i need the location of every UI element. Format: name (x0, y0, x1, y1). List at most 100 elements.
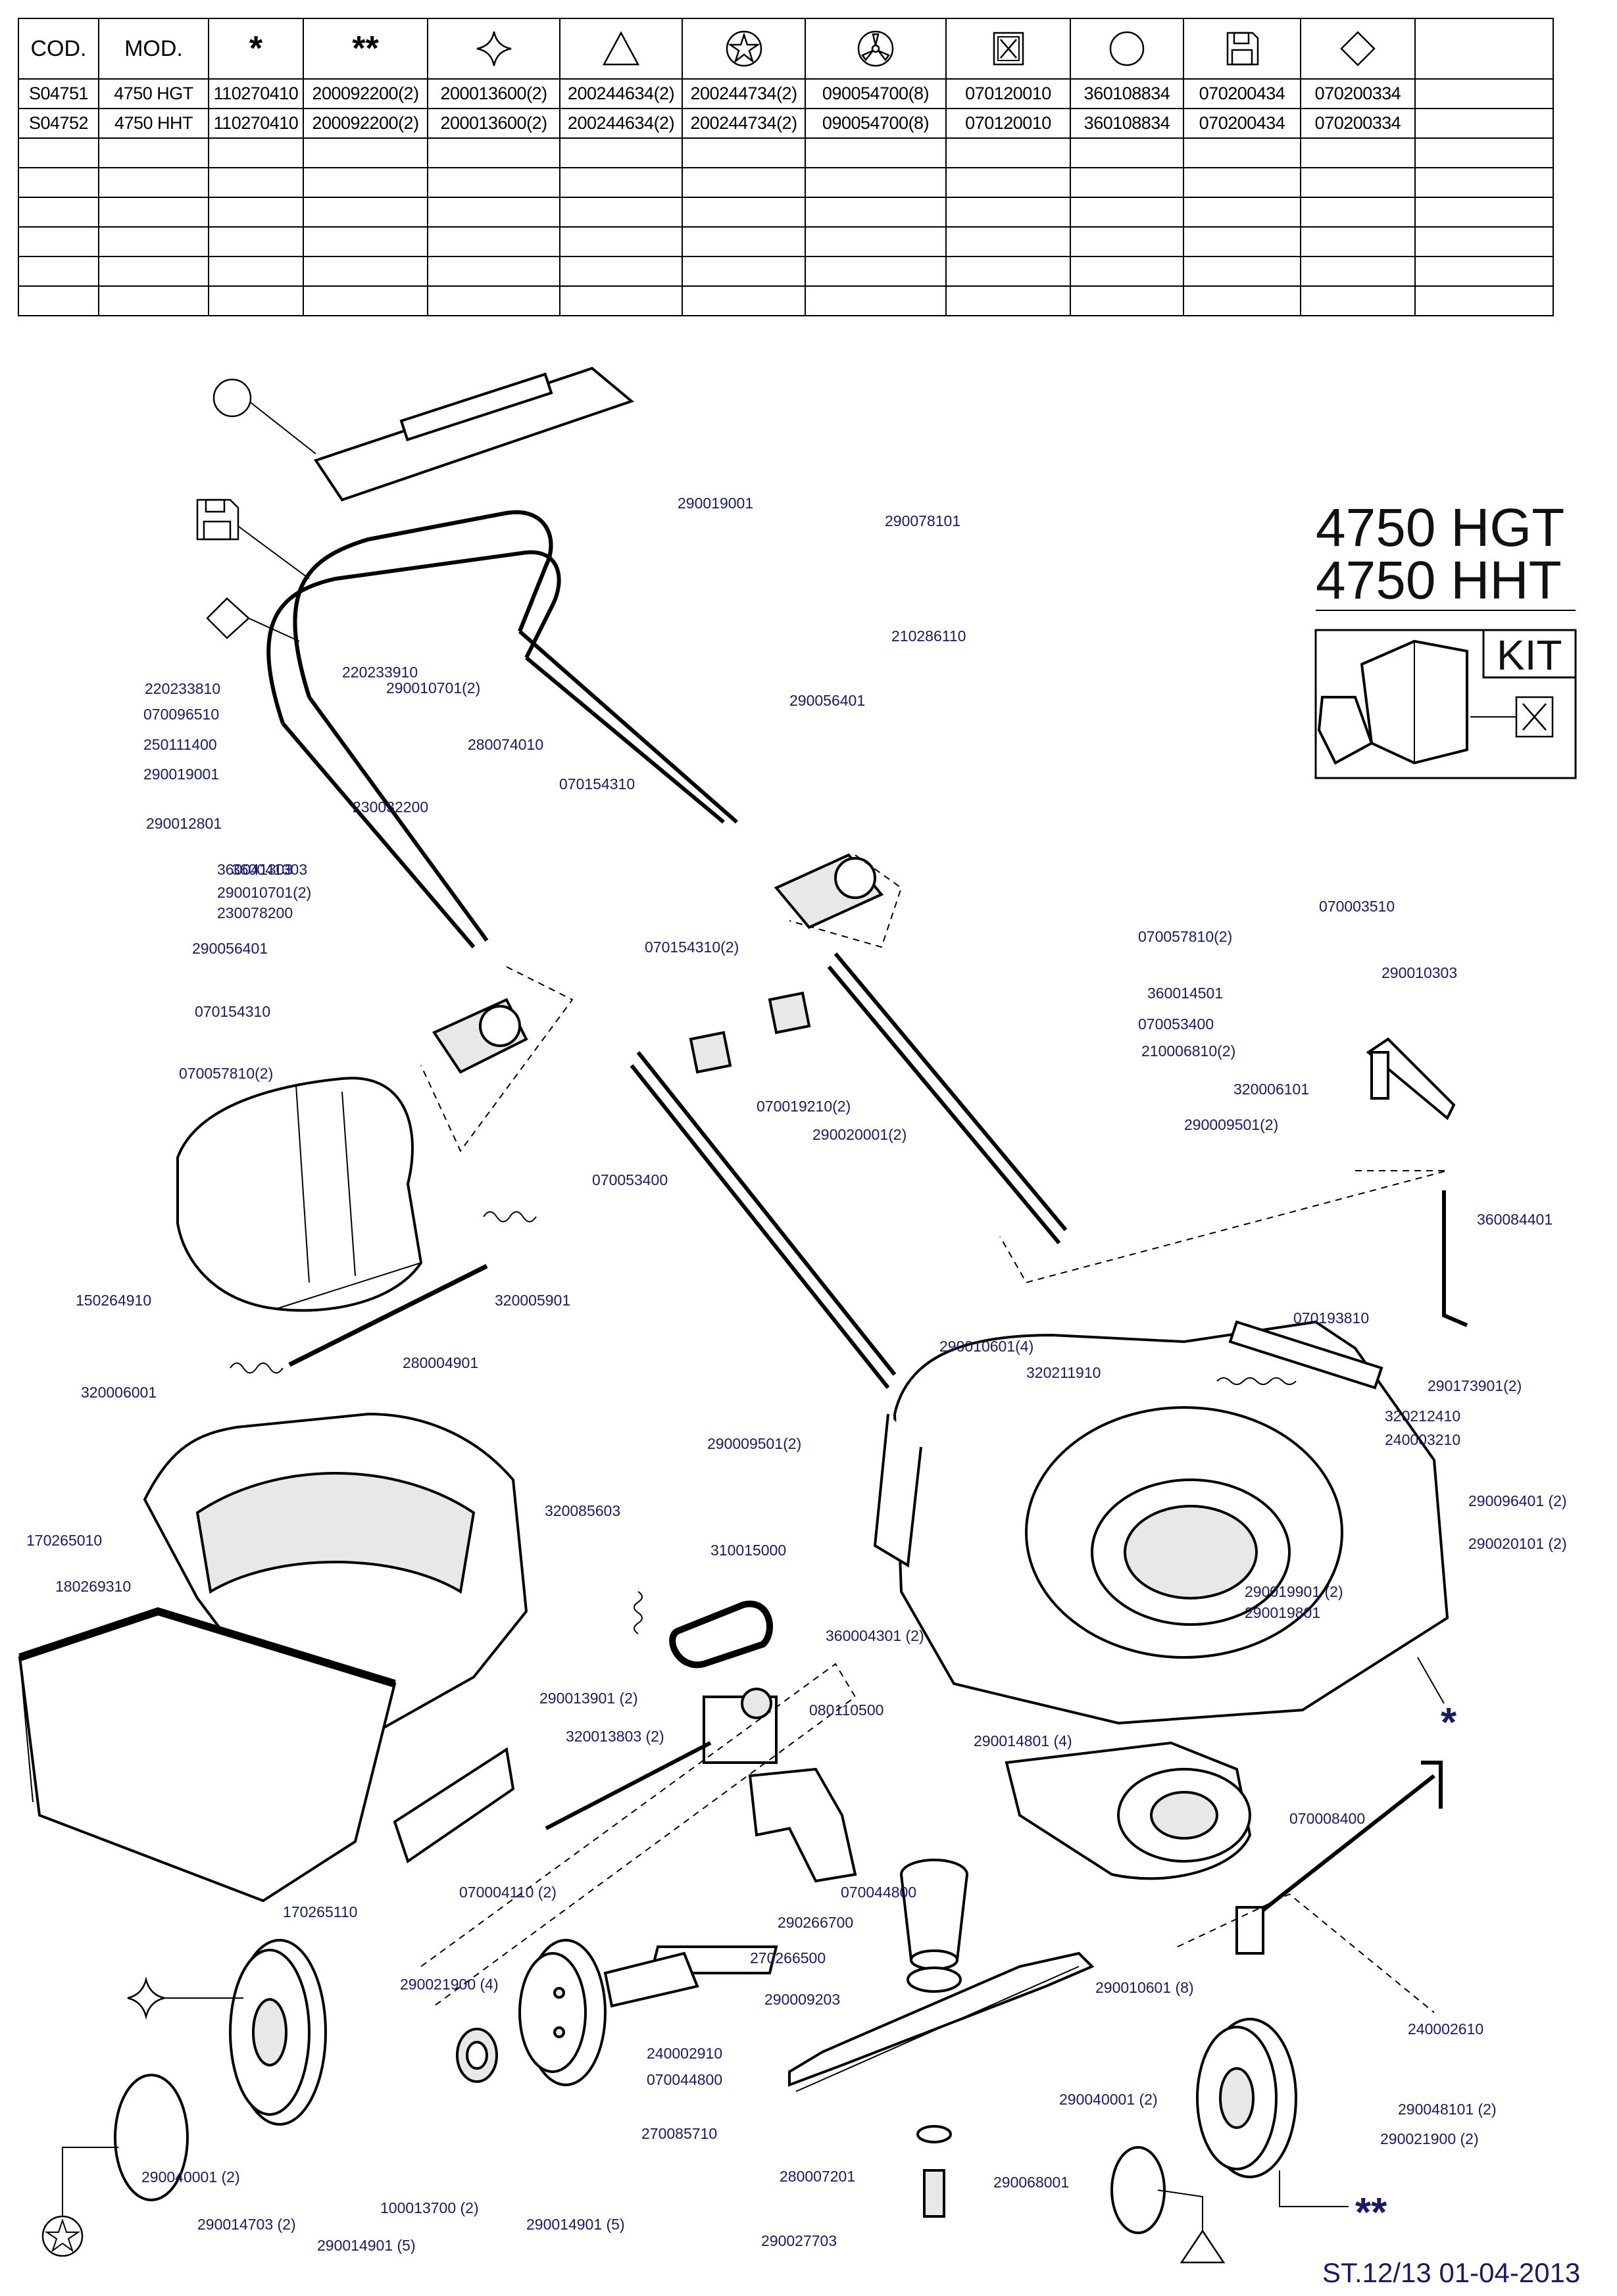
part-number-label: 290021900 (2) (1380, 2130, 1479, 2147)
table-cell (1070, 226, 1184, 257)
part-number-label: 280074010 (468, 736, 543, 753)
grass-catcher-top (143, 1412, 528, 1738)
box-x-icon (993, 32, 1024, 66)
part-number-label: 080110500 (809, 1701, 883, 1719)
front-left-hubcap (114, 2074, 189, 2201)
part-number-label: 220233910 (342, 664, 418, 681)
table-cell (18, 256, 99, 287)
part-number-label: 290014901 (5) (526, 2216, 625, 2233)
part-number-label: 070044800 (647, 2071, 722, 2088)
part-labels-layer: 2900190012900781012102861102202339102900… (26, 495, 1567, 2254)
table-cell (303, 256, 428, 287)
table-cell (427, 256, 560, 287)
part-number-label: 100013700 (2) (380, 2199, 479, 2216)
part-number-label: 290019801 (1245, 1604, 1320, 1621)
table-cell: 200244734(2) (682, 78, 806, 109)
rear-axle (1235, 1761, 1443, 1955)
part-number-label: 070008400 (1289, 1810, 1365, 1827)
col-header-diamond (1300, 18, 1416, 80)
table-cell: 200013600(2) (427, 78, 560, 109)
table-cell (1414, 78, 1554, 109)
part-number-label: 290040001 (2) (141, 2168, 240, 2186)
part-number-label: 290010701(2) (386, 679, 480, 696)
handle-cover-panel (313, 366, 635, 502)
handle-knob-upper (774, 853, 884, 929)
part-number-label: 270266500 (750, 1949, 826, 1966)
table-cell (303, 197, 428, 228)
part-number-label: 290010701(2) (217, 884, 311, 901)
table-cell: 4750 HGT (98, 78, 209, 109)
table-row (18, 285, 1554, 316)
part-number-label: 290014801 (4) (974, 1732, 1072, 1749)
part-number-label: 070003510 (1319, 898, 1395, 915)
table-cell (98, 256, 209, 287)
table-cell (1414, 197, 1554, 228)
rear-plate-070193810 (1228, 1320, 1383, 1390)
col-header-four-point-star (427, 18, 560, 80)
part-number-label: 070154310 (559, 775, 635, 793)
drive-pinion (456, 2028, 498, 2083)
part-number-label: 290096401 (2) (1468, 1492, 1567, 1509)
spring-320005901 (483, 1211, 537, 1223)
gearbox (545, 1688, 778, 1830)
part-number-label: 290009501(2) (707, 1435, 801, 1452)
part-number-label: 070004110 (2) (459, 1884, 557, 1901)
table-cell (945, 167, 1071, 198)
part-number-label: 070053400 (1138, 1015, 1214, 1033)
table-cell: 200244734(2) (682, 108, 806, 139)
part-number-label: 320085603 (545, 1502, 620, 1519)
table-cell (18, 226, 99, 257)
part-number-label: 070044800 (841, 1884, 916, 1901)
double-star-marker: ** (1355, 2190, 1387, 2235)
part-number-label: 230032200 (353, 798, 428, 816)
table-cell (427, 226, 560, 257)
drive-wheel-disc (518, 1939, 607, 2086)
model-title-line1: 4750 HGT (1316, 498, 1564, 558)
col-header-empty (1414, 18, 1554, 80)
single-star-marker: * (1441, 1700, 1457, 1746)
footer-reference: ST.12/13 01-04-2013 (1322, 2257, 1580, 2288)
lever-hook (1366, 1037, 1456, 1121)
col-header-cod: COD. (18, 18, 99, 80)
part-number-label: 070096510 (143, 706, 219, 723)
part-number-label: 290078101 (885, 512, 960, 529)
table-cell: 200244634(2) (559, 78, 683, 109)
table-cell (1183, 137, 1301, 168)
part-number-label: 290013901 (2) (539, 1690, 638, 1707)
dashed-group-outline-3 (999, 1170, 1448, 1284)
table-cell (805, 167, 947, 198)
table-cell: 070200334 (1300, 108, 1416, 139)
col-header-mod: MOD. (98, 18, 209, 80)
table-cell (208, 197, 304, 228)
part-number-label: 170265110 (283, 1903, 357, 1920)
table-cell: S04752 (18, 108, 99, 139)
table-cell (98, 197, 209, 228)
upper-handle (266, 510, 738, 948)
table-cell (682, 167, 806, 198)
table-cell (805, 226, 947, 257)
table-cell (945, 226, 1071, 257)
part-number-label: 290020001(2) (812, 1126, 907, 1143)
model-title-line2: 4750 HHT (1316, 550, 1562, 610)
table-cell (98, 285, 209, 316)
table-cell (559, 256, 683, 287)
table-cell (805, 256, 947, 287)
height-adjust-lever-front (630, 1051, 897, 1389)
blade-bolt (916, 2125, 952, 2218)
col-header-star-circle (682, 18, 806, 80)
part-number-label: 250111400 (143, 736, 217, 753)
part-number-label: 320212410 (1385, 1407, 1460, 1425)
part-number-label: 240003210 (1385, 1431, 1460, 1448)
col-header-three-blade (805, 18, 947, 80)
table-cell (1300, 226, 1416, 257)
table-cell (1300, 197, 1416, 228)
part-number-label: 360041303 (217, 861, 293, 878)
table-cell: 360108834 (1070, 78, 1184, 109)
kit-box: KIT (1314, 629, 1577, 779)
table-row (18, 137, 1554, 168)
part-number-label: 290014901 (5) (317, 2237, 416, 2254)
table-cell (1414, 226, 1554, 257)
part-number-label: 290021900 (4) (400, 1976, 499, 1993)
rear-right-wheel (1196, 2018, 1297, 2178)
star-circle-icon (726, 30, 762, 67)
